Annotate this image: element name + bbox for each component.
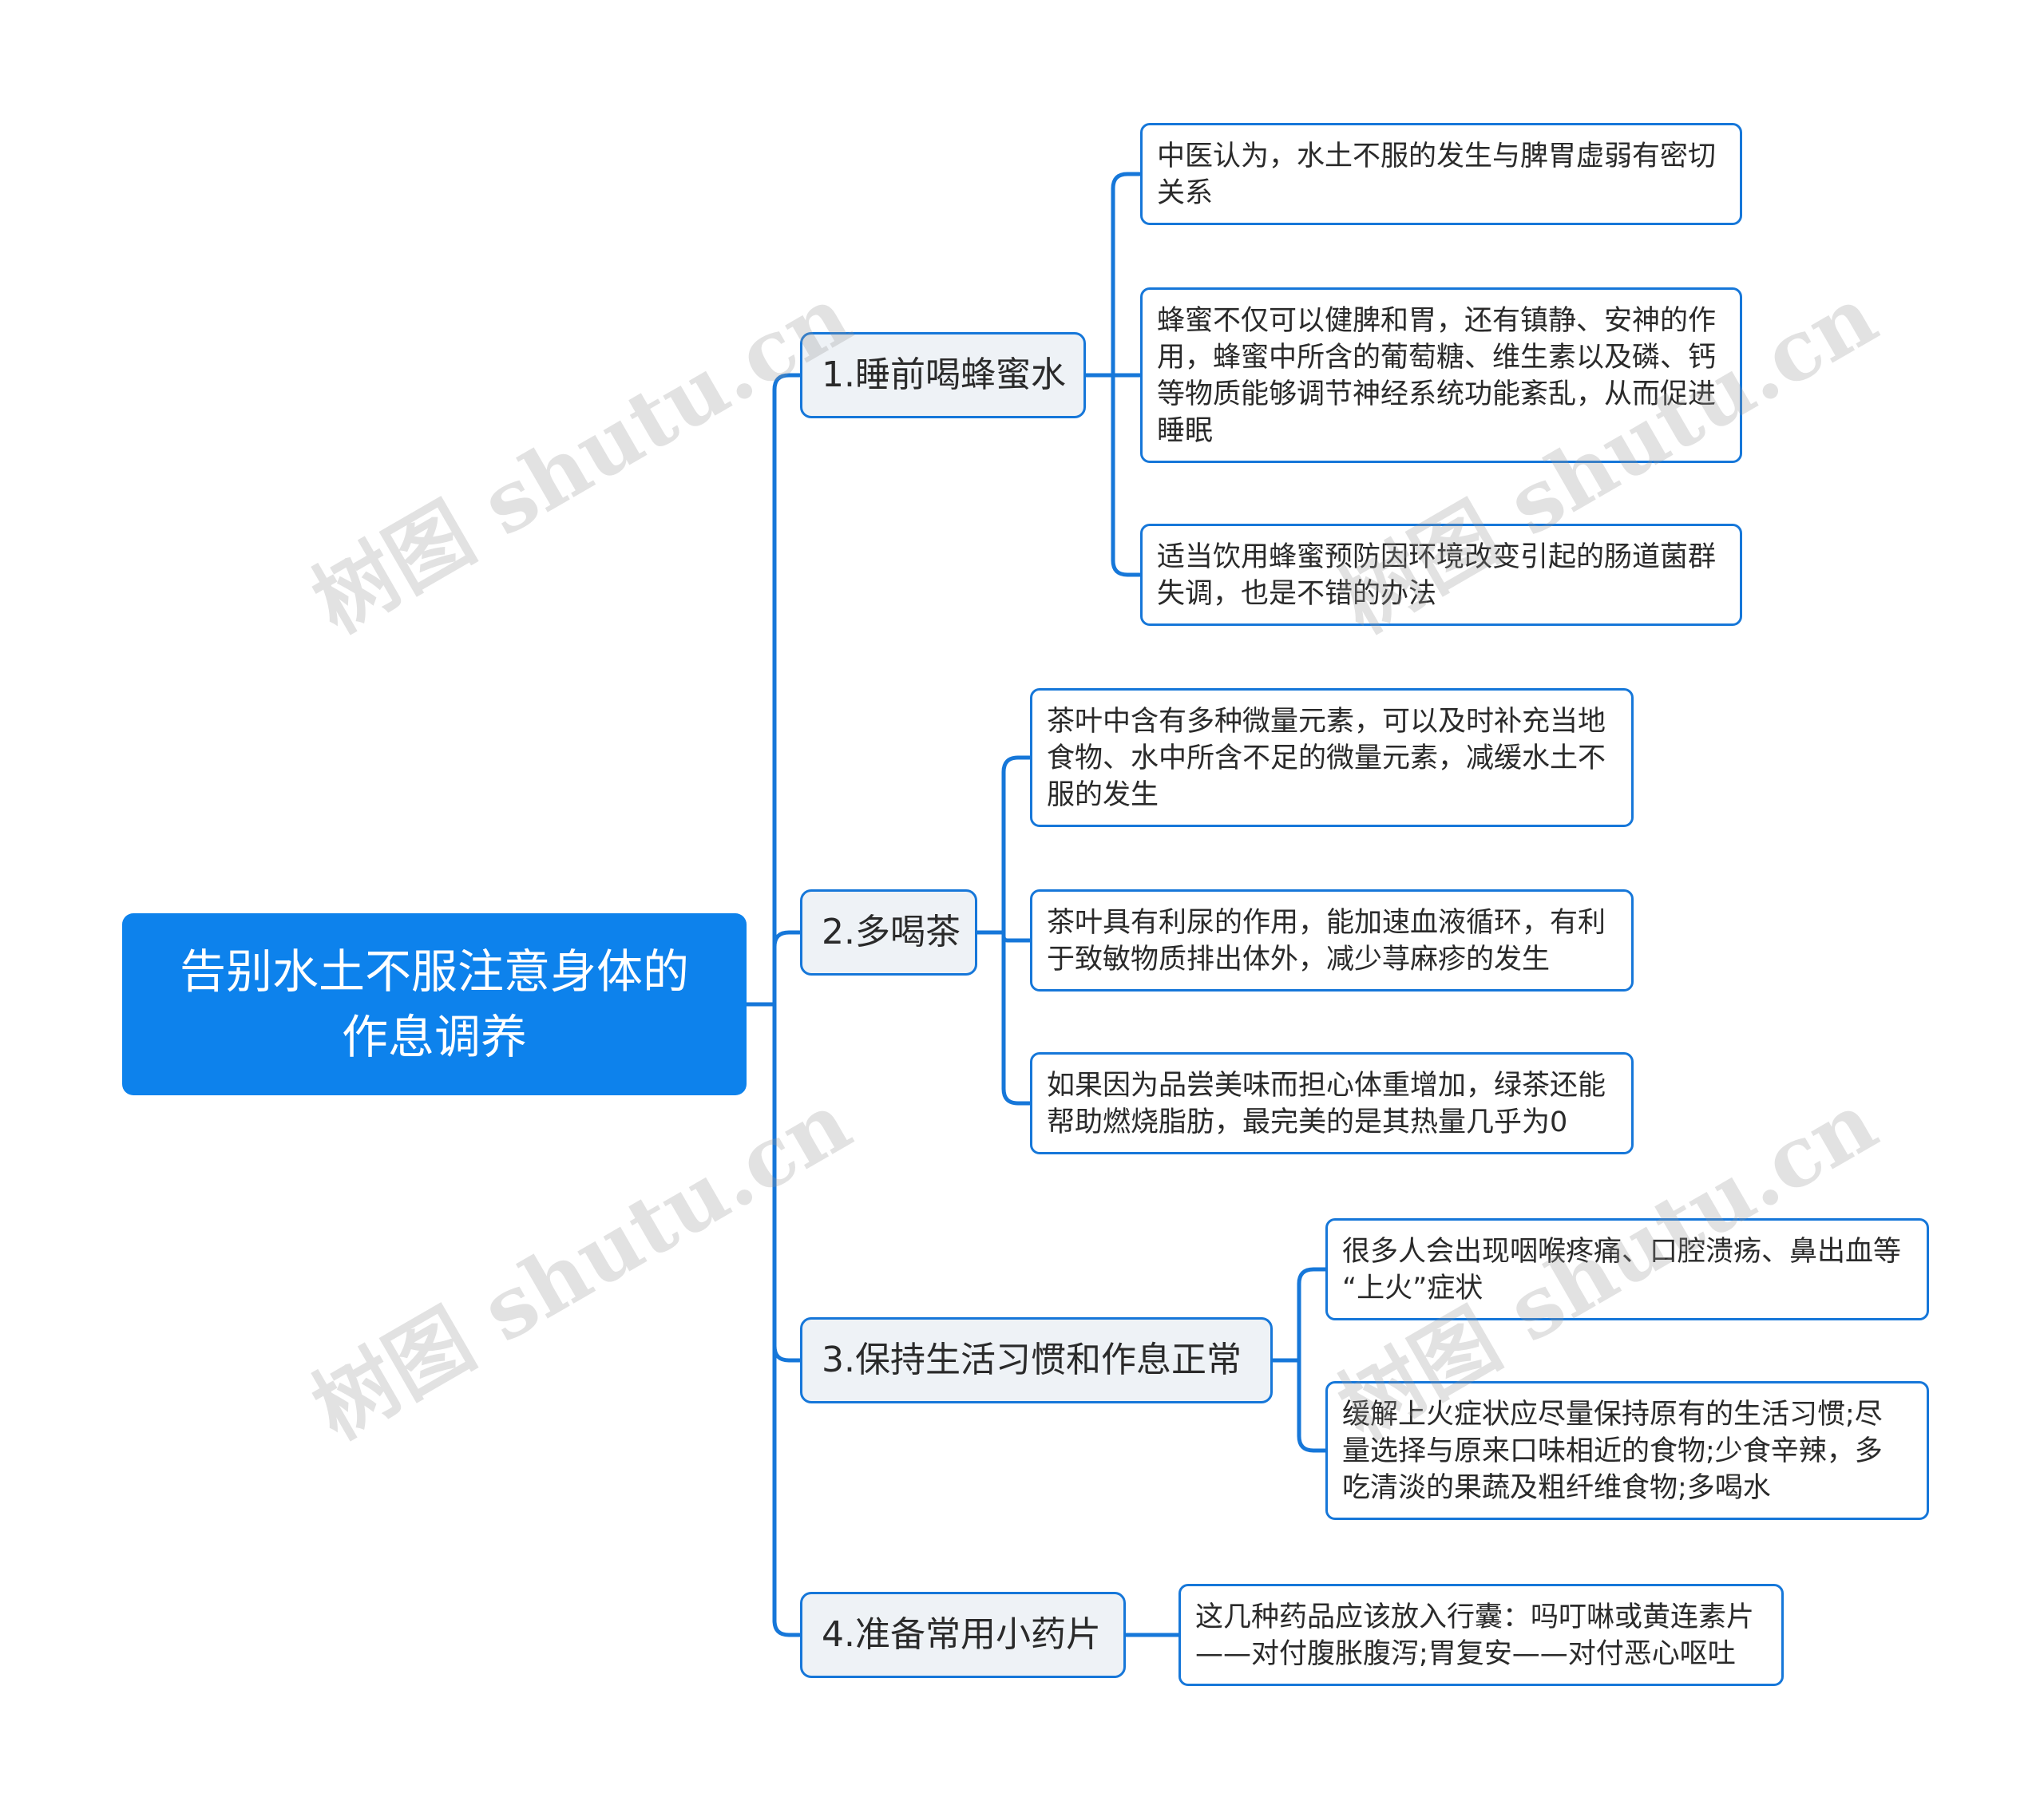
leaf-topic[interactable]: 茶叶具有利尿的作用，能加速血液循环，有利 于致敏物质排出体外，减少荨麻疹的发生 (1030, 889, 1634, 992)
leaf-text-line: 量选择与原来口味相近的食物;少食辛辣，多 (1342, 1435, 1883, 1467)
branch-topic-3[interactable]: 3.保持生活习惯和作息正常 (800, 1317, 1273, 1403)
leaf-text-line: 服的发生 (1047, 779, 1159, 811)
branch-label: 4.准备常用小药片 (822, 1614, 1101, 1655)
connector-root-branch (744, 930, 802, 1007)
leaf-text-line: 蜂蜜不仅可以健脾和胃，还有镇静、安神的作 (1157, 305, 1717, 337)
leaf-topic[interactable]: 如果因为品尝美味而担心体重增加，绿茶还能 帮助燃烧脂肪，最完美的是其热量几乎为0 (1030, 1052, 1634, 1154)
branch-label: 3.保持生活习惯和作息正常 (822, 1340, 1242, 1380)
leaf-text-line: 用，蜂蜜中所含的葡萄糖、维生素以及磷、钙 (1157, 342, 1717, 374)
branch-label: 1.睡前喝蜂蜜水 (822, 354, 1066, 395)
connector-branch-leaf (1083, 172, 1143, 378)
leaf-topic[interactable]: 这几种药品应该放入行囊：吗叮啉或黄连素片 ——对付腹胀腹泻;胃复安——对付恶心呕… (1178, 1584, 1784, 1686)
connector-branch-leaf (975, 755, 1032, 935)
leaf-text-line: 茶叶中含有多种微量元素，可以及时补充当地 (1047, 706, 1606, 738)
connector-root-branch (744, 1002, 802, 1637)
leaf-text-line: “上火”症状 (1342, 1273, 1483, 1304)
leaf-topic[interactable]: 缓解上火症状应尽量保持原有的生活习惯;尽 量选择与原来口味相近的食物;少食辛辣，… (1325, 1381, 1929, 1520)
leaf-text-line: 如果因为品尝美味而担心体重增加，绿茶还能 (1047, 1070, 1606, 1102)
leaf-topic[interactable]: 茶叶中含有多种微量元素，可以及时补充当地 食物、水中所含不足的微量元素，减缓水土… (1030, 688, 1634, 827)
leaf-text-line: 这几种药品应该放入行囊：吗叮啉或黄连素片 (1195, 1601, 1755, 1633)
leaf-text-line: 吃清淡的果蔬及粗纤维食物;多喝水 (1342, 1472, 1771, 1504)
leaf-text-line: 食物、水中所含不足的微量元素，减缓水土不 (1047, 742, 1606, 774)
leaf-text-line: 适当饮用蜂蜜预防因环境改变引起的肠道菌群 (1157, 541, 1717, 573)
branch-label: 2.多喝茶 (822, 912, 961, 952)
leaf-text-line: 帮助燃烧脂肪，最完美的是其热量几乎为0 (1047, 1106, 1568, 1138)
leaf-text-line: 等物质能够调节神经系统功能紊乱，从而促进 (1157, 378, 1717, 410)
leaf-text-line: 茶叶具有利尿的作用，能加速血液循环，有利 (1047, 907, 1606, 939)
leaf-text-line: 失调，也是不错的办法 (1157, 578, 1437, 610)
branch-topic-4[interactable]: 4.准备常用小药片 (800, 1592, 1126, 1678)
leaf-topic[interactable]: 很多人会出现咽喉疼痛、口腔溃疡、鼻出血等 “上火”症状 (1325, 1218, 1929, 1320)
leaf-text-line: 中医认为，水土不服的发生与脾胃虚弱有密切 (1157, 141, 1717, 172)
connector-root-branch (744, 373, 802, 1007)
connector-branch-leaf (1270, 1267, 1328, 1363)
leaf-text-line: 关系 (1157, 177, 1214, 209)
root-title-line: 告别水土不服注意身体的 (179, 944, 689, 999)
leaf-text-line: ——对付腹胀腹泻;胃复安——对付恶心呕吐 (1195, 1638, 1736, 1670)
root-title-line: 作息调养 (341, 1010, 527, 1064)
leaf-text-line: 缓解上火症状应尽量保持原有的生活习惯;尽 (1342, 1399, 1883, 1431)
connector-branch-leaf (1083, 373, 1143, 577)
branch-topic-2[interactable]: 2.多喝茶 (800, 889, 977, 976)
leaf-text-line: 很多人会出现咽喉疼痛、口腔溃疡、鼻出血等 (1342, 1236, 1902, 1268)
leaf-text-line: 睡眠 (1157, 415, 1214, 447)
connector-branch-leaf (975, 930, 1032, 1106)
leaf-text-line: 于致敏物质排出体外，减少荨麻疹的发生 (1047, 944, 1551, 976)
leaf-topic[interactable]: 适当饮用蜂蜜预防因环境改变引起的肠道菌群 失调，也是不错的办法 (1140, 524, 1742, 626)
leaf-topic[interactable]: 中医认为，水土不服的发生与脾胃虚弱有密切 关系 (1140, 123, 1742, 225)
connector-branch-leaf (1270, 1358, 1328, 1453)
root-topic[interactable]: 告别水土不服注意身体的 作息调养 (122, 913, 747, 1095)
branch-topic-1[interactable]: 1.睡前喝蜂蜜水 (800, 332, 1086, 418)
leaf-topic[interactable]: 蜂蜜不仅可以健脾和胃，还有镇静、安神的作 用，蜂蜜中所含的葡萄糖、维生素以及磷、… (1140, 287, 1742, 463)
